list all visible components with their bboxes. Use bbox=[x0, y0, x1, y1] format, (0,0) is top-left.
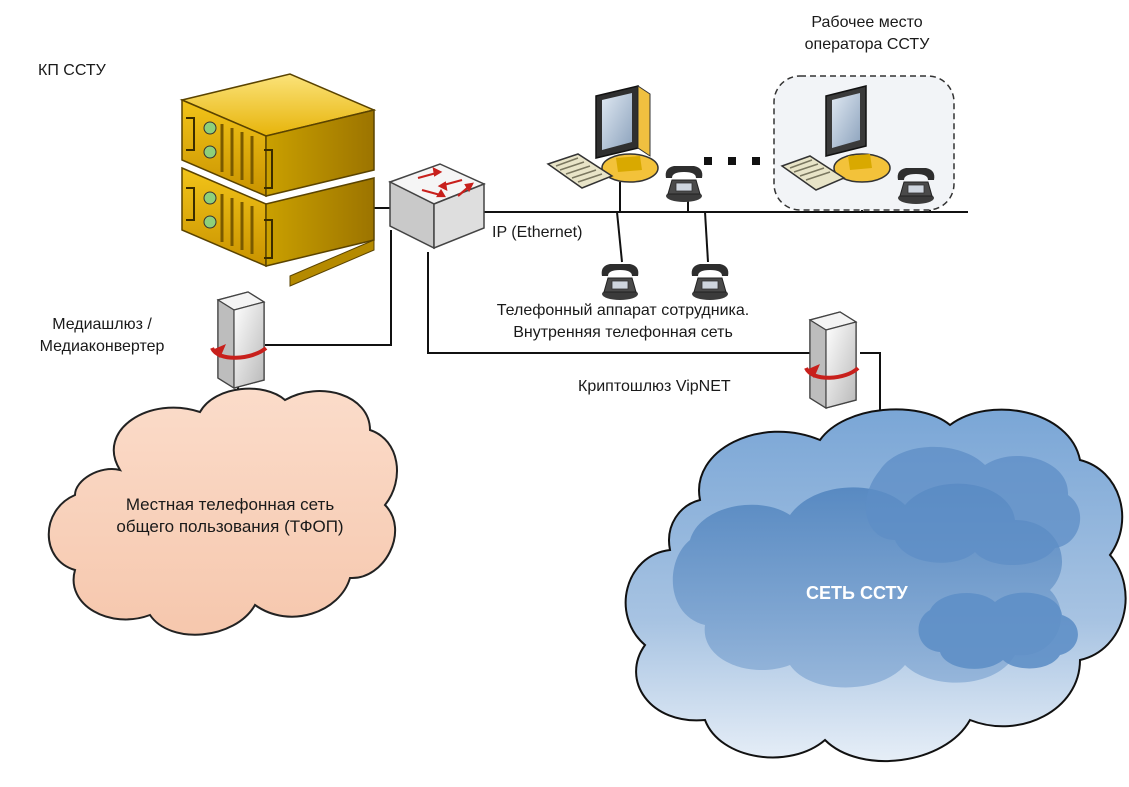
operator-workstation-label: Рабочее место оператора ССТУ bbox=[774, 12, 960, 56]
sstu-cloud-icon bbox=[624, 408, 1127, 762]
computer-icon bbox=[595, 85, 659, 183]
operator-keyboard-icon bbox=[780, 155, 846, 191]
phone-label-line1: Телефонный аппарат сотрудника. bbox=[496, 302, 750, 319]
operator-label-line2: оператора ССТУ bbox=[804, 36, 930, 53]
pstn-cloud-icon bbox=[47, 387, 398, 636]
phone-label-line2: Внутренняя телефонная сеть bbox=[513, 324, 733, 341]
pstn-cloud-label: Местная телефонная сеть общего пользован… bbox=[80, 494, 380, 538]
media-label-line1: Медиашлюз / bbox=[52, 316, 152, 333]
ellipsis-dots bbox=[704, 157, 760, 165]
keyboard-icon bbox=[546, 153, 614, 189]
pstn-label-line2: общего пользования (ТФОП) bbox=[116, 517, 344, 536]
server-icon bbox=[179, 73, 377, 287]
media-gateway-icon bbox=[210, 291, 268, 389]
switch-icon bbox=[388, 163, 486, 250]
pstn-label-line1: Местная телефонная сеть bbox=[125, 495, 335, 514]
media-label-line2: Медиаконвертер bbox=[39, 338, 165, 355]
ip-ethernet-label: IP (Ethernet) bbox=[492, 224, 583, 241]
operator-label-line1: Рабочее место bbox=[811, 14, 923, 31]
operator-computer-icon bbox=[825, 85, 891, 183]
media-gateway-label: Медиашлюз / Медиаконвертер bbox=[10, 314, 194, 358]
sstu-network-label: СЕТЬ ССТУ bbox=[806, 583, 908, 603]
employee-phone-label: Телефонный аппарат сотрудника. Внутрення… bbox=[448, 300, 798, 344]
crypto-gateway-icon bbox=[804, 311, 860, 409]
crypto-gateway-label: Криптошлюз VipNET bbox=[578, 378, 731, 395]
kp-sstu-label: КП ССТУ bbox=[38, 62, 106, 79]
